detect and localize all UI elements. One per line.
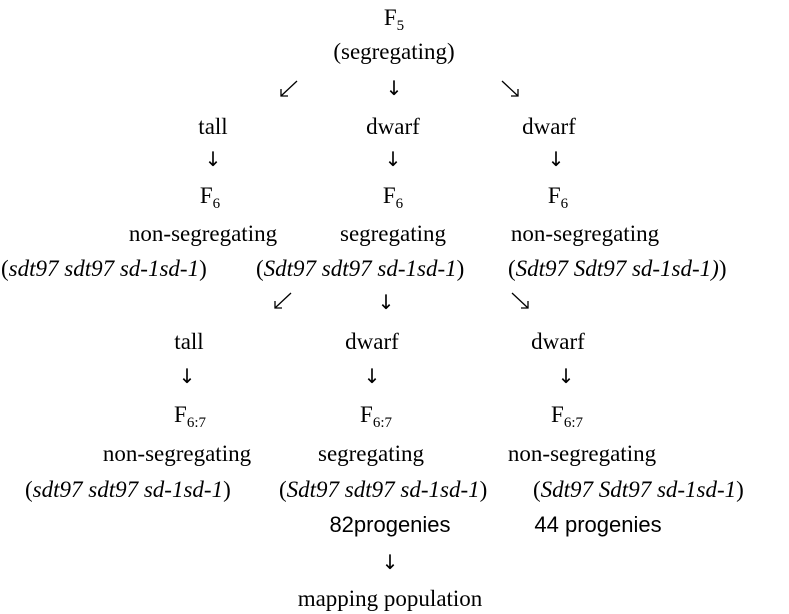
l2-genotype-2: (Sdt97 sdt97 sd-1sd-1) [279, 477, 488, 502]
root-status: (segregating) [333, 39, 455, 64]
arrow-down-icon: ↓ [547, 147, 565, 171]
arrow-down-right-icon [500, 80, 520, 98]
l1-generation-2: F6 [382, 183, 404, 212]
l2-status-3: non-segregating [507, 441, 657, 466]
arrow-down-icon: ↓ [385, 76, 403, 100]
l1-phenotype-dwarf-1: dwarf [366, 114, 420, 139]
l2-phenotype-dwarf-1: dwarf [345, 329, 399, 354]
l1-status-3: non-segregating [510, 221, 660, 246]
l2-genotype-1: (sdt97 sdt97 sd-1sd-1) [25, 477, 231, 502]
l2-status-1: non-segregating [102, 441, 252, 466]
l2-generation-2: F6:7 [360, 402, 392, 431]
arrow-down-icon: ↓ [178, 364, 196, 388]
arrow-down-left-icon [279, 80, 299, 98]
arrow-down-icon: ↓ [384, 147, 402, 171]
l2-genotype-3: (Sdt97 Sdt97 sd-1sd-1) [533, 477, 744, 502]
progeny-count-non-segregating: 44 progenies [534, 512, 662, 537]
arrow-down-right-icon [510, 292, 530, 310]
l1-status-2: segregating [339, 221, 447, 246]
l2-status-2: segregating [317, 441, 425, 466]
mapping-population-label: mapping population [297, 586, 483, 611]
arrow-down-icon: ↓ [381, 550, 399, 574]
l1-genotype-2: (Sdt97 sdt97 sd-1sd-1) [256, 256, 465, 281]
l1-status-1: non-segregating [128, 221, 278, 246]
root-generation: F5 [383, 5, 405, 34]
arrow-down-icon: ↓ [363, 364, 381, 388]
l2-phenotype-dwarf-2: dwarf [531, 329, 585, 354]
l1-generation-1: F6 [199, 183, 221, 212]
l1-genotype-3: (Sdt97 Sdt97 sd-1sd-1)) [508, 256, 727, 281]
l1-genotype-1: (sdt97 sdt97 sd-1sd-1) [1, 256, 207, 281]
l1-generation-3: F6 [547, 183, 569, 212]
l1-phenotype-tall: tall [198, 114, 228, 139]
l2-phenotype-tall: tall [174, 329, 204, 354]
l2-generation-1: F6:7 [174, 402, 206, 431]
arrow-down-icon: ↓ [204, 147, 222, 171]
l1-phenotype-dwarf-2: dwarf [522, 114, 576, 139]
progeny-count-segregating: 82progenies [329, 512, 451, 537]
l2-generation-3: F6:7 [551, 402, 583, 431]
arrow-down-icon: ↓ [557, 364, 575, 388]
arrow-down-icon: ↓ [377, 290, 395, 314]
arrow-down-left-icon [273, 292, 293, 310]
